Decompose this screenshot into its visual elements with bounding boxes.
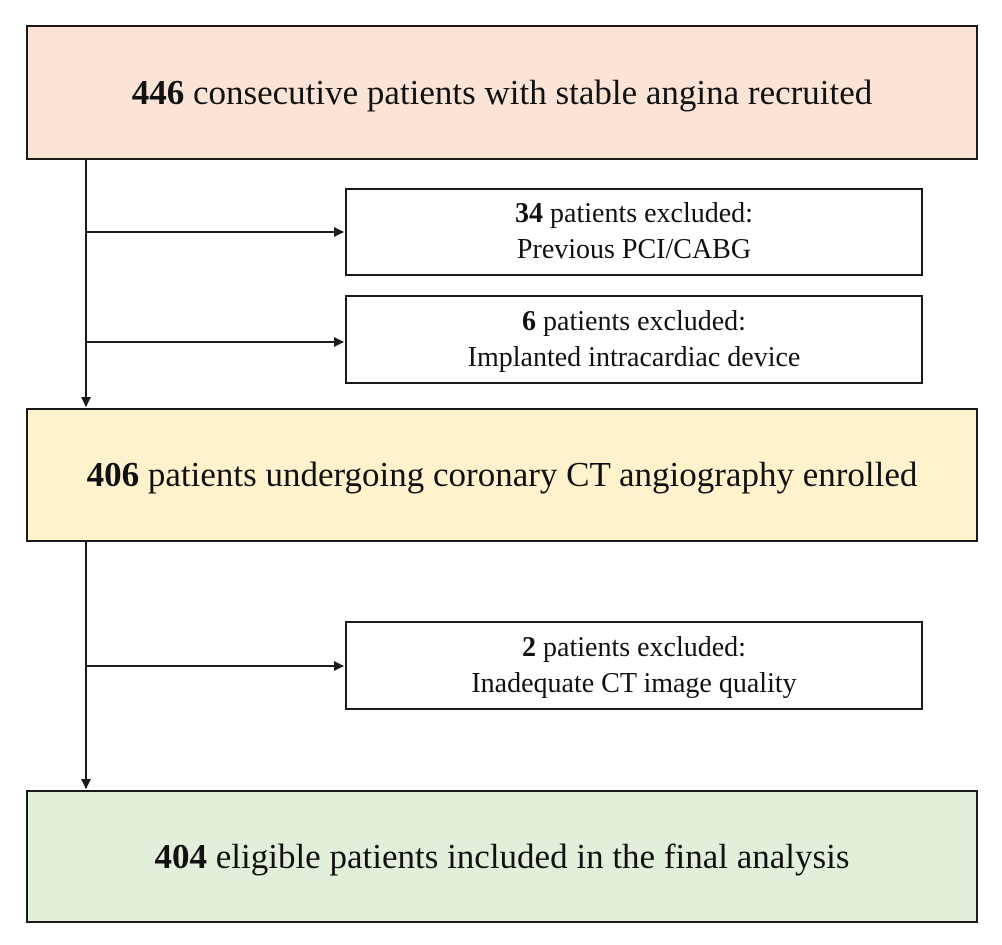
- recruited-box: 446 consecutive patients with stable ang…: [26, 25, 978, 160]
- recruited-label: 446 consecutive patients with stable ang…: [132, 72, 873, 114]
- exclusion-box-intracardiac-device: 6 patients excluded: Implanted intracard…: [345, 295, 923, 384]
- exclusion-2-reason: Implanted intracardiac device: [467, 341, 801, 373]
- enrolled-label: 406 patients undergoing coronary CT angi…: [87, 454, 918, 496]
- exclusion-box-previous-pci: 34 patients excluded: Previous PCI/CABG: [345, 188, 923, 276]
- final-label: 404 eligible patients included in the fi…: [155, 836, 850, 878]
- final-analysis-box: 404 eligible patients included in the fi…: [26, 790, 978, 923]
- exclusion-3-line1: 2 patients excluded:: [522, 630, 746, 666]
- exclusion-1-heading: patients excluded:: [550, 198, 753, 229]
- exclusion-1-count: 34: [515, 198, 544, 229]
- exclusion-box-ct-quality: 2 patients excluded: Inadequate CT image…: [345, 621, 923, 710]
- exclusion-2-line1: 6 patients excluded:: [522, 304, 746, 340]
- exclusion-3-count: 2: [522, 631, 537, 663]
- exclusion-3-reason: Inadequate CT image quality: [471, 667, 797, 699]
- exclusion-2-heading: patients excluded:: [543, 305, 746, 337]
- exclusion-1-reason: Previous PCI/CABG: [516, 234, 752, 265]
- enrolled-text: patients undergoing coronary CT angiogra…: [147, 455, 918, 494]
- final-count: 404: [154, 836, 208, 876]
- exclusion-3-heading: patients excluded:: [543, 631, 746, 663]
- enrolled-count: 406: [86, 455, 140, 494]
- recruited-count: 446: [131, 72, 185, 112]
- final-text: eligible patients included in the final …: [215, 836, 850, 876]
- enrolled-box: 406 patients undergoing coronary CT angi…: [26, 408, 978, 542]
- recruited-text: consecutive patients with stable angina …: [192, 72, 873, 112]
- exclusion-1-line1: 34 patients excluded:: [515, 196, 753, 232]
- exclusion-2-count: 6: [522, 305, 537, 337]
